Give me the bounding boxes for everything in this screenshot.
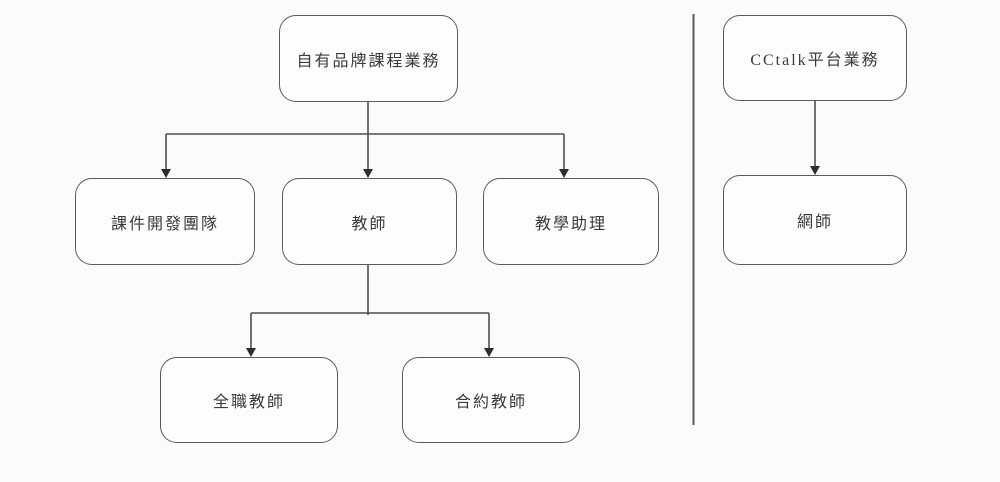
node-teacher: 教師 [282,178,457,265]
edge-teacher-to-row3 [246,265,494,357]
node-teaching-assistant: 教學助理 [483,178,659,265]
arrow-down-icon [246,348,256,357]
arrow-down-icon [363,169,373,178]
edge-cctalk-to-net-teacher [810,101,820,175]
node-net-teacher: 網師 [723,175,907,265]
arrow-down-icon [559,169,569,178]
node-courseware-dev-team: 課件開發團隊 [75,178,255,265]
node-cctalk-platform-business: CCtalk平台業務 [723,15,907,101]
arrow-down-icon [161,169,171,178]
arrow-down-icon [484,348,494,357]
node-fulltime-teacher: 全職教師 [160,357,338,443]
arrow-down-icon [810,166,820,175]
edge-root-to-row2 [161,102,569,178]
node-contract-teacher: 合約教師 [402,357,580,443]
node-own-brand-course-business: 自有品牌課程業務 [279,15,458,102]
